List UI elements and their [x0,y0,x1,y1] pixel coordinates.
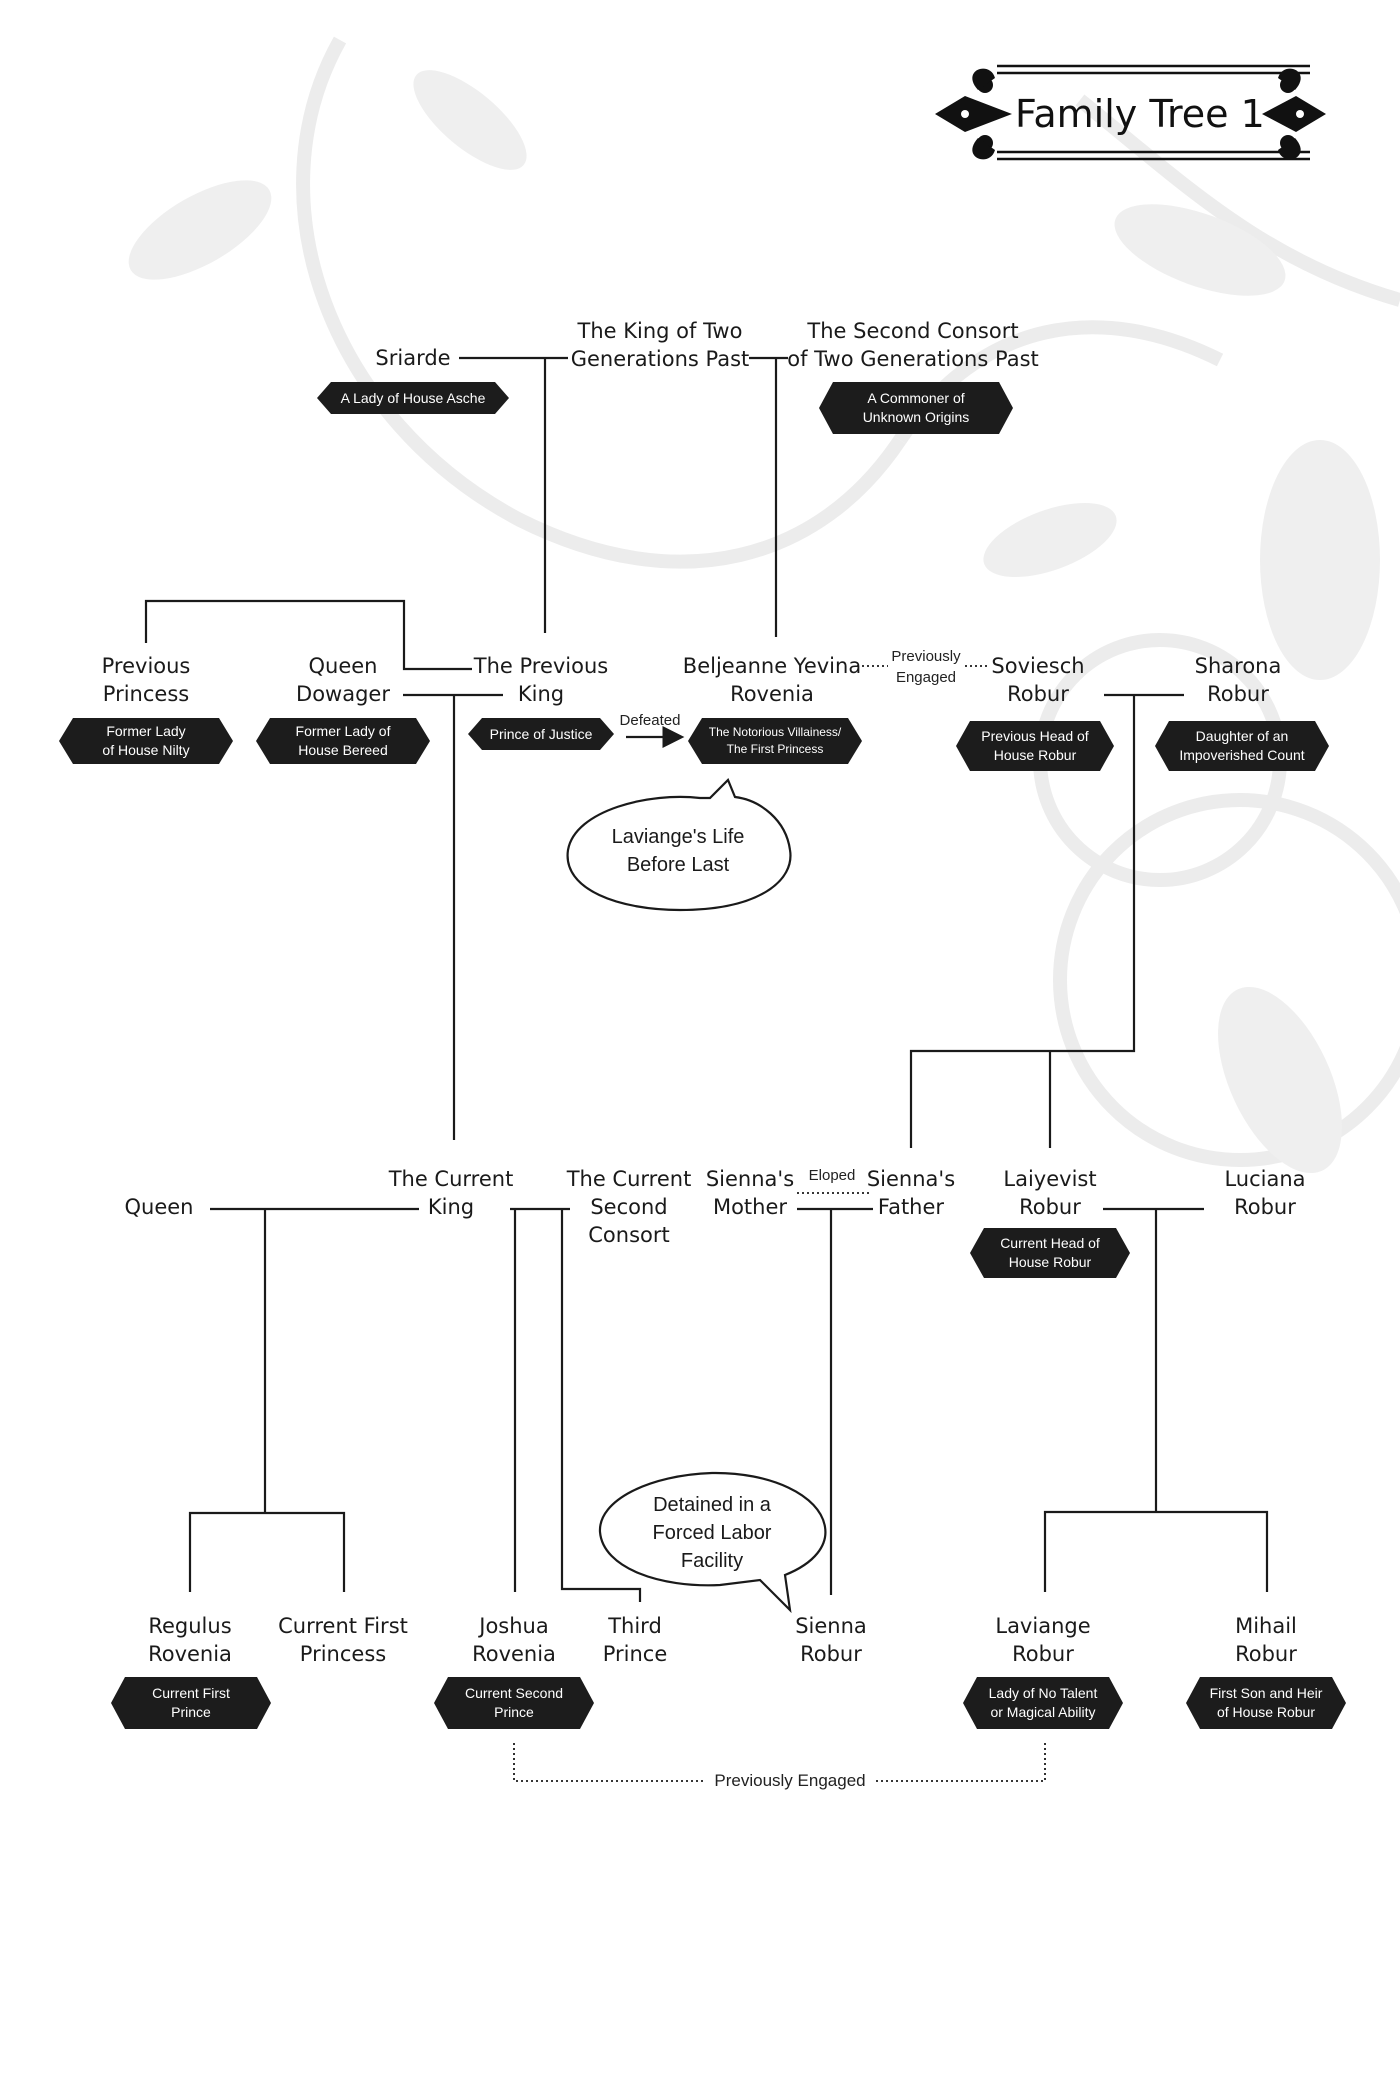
tag-sharona: Daughter of an Impoverished Count [1155,721,1329,771]
name-siennas-father: Sienna's Father [866,1167,956,1219]
name-luciana-robur: Luciana Robur [1224,1167,1306,1219]
tag-laiyevist: Current Head of House Robur [970,1228,1130,1278]
tag-mihail: First Son and Heir of House Robur [1186,1677,1346,1729]
name-previous-princess: Previous Princess [101,654,191,706]
name-second-consort-two-generations-past: The Second Consort of Two Generations Pa… [787,319,1039,371]
name-soviesch-robur: Soviesch Robur [991,654,1085,706]
descent-line-robur-children [909,695,1136,1148]
name-joshua-rovenia: Joshua Rovenia [472,1614,556,1666]
engaged-line-laviange-joshua [876,1743,1046,1782]
tag-second-consort-two-generations-past: A Commoner of Unknown Origins [819,382,1013,434]
name-siennas-mother: Sienna's Mother [705,1167,795,1219]
label-previously-engaged-bottom: Previously Engaged [710,1770,870,1791]
name-sienna-robur: Sienna Robur [795,1614,867,1666]
name-laiyevist-robur: Laiyevist Robur [1003,1167,1097,1219]
bubble-shape-life-before-last [566,778,792,912]
name-current-first-princess: Current First Princess [278,1614,408,1666]
tag-regulus: Current First Prince [111,1677,271,1729]
name-current-king: The Current King [388,1167,514,1219]
name-laviange-robur: Laviange Robur [995,1614,1091,1666]
tag-laviange: Lady of No Talent or Magical Ability [963,1677,1123,1729]
tag-beljeanne: The Notorious Villainess/ The First Prin… [688,718,862,764]
tag-joshua: Current Second Prince [434,1677,594,1729]
name-sriarde: Sriarde [375,346,451,370]
name-regulus-rovenia: Regulus Rovenia [148,1614,232,1666]
name-queen-dowager: Queen Dowager [296,654,390,706]
sibling-line-laviange-mihail [1043,1510,1269,1592]
name-previous-king: The Previous King [473,654,609,706]
label-previously-engaged-top: Previously Engaged [891,648,961,686]
name-mihail-robur: Mihail Robur [1235,1614,1297,1666]
name-sharona-robur: Sharona Robur [1194,654,1282,706]
descent-line-third-prince [560,1209,642,1602]
bubble-shape-detained [598,1471,827,1614]
bubble-lavianges-life-before-last: Laviange's Life Before Last [611,826,745,876]
label-defeated: Defeated [619,712,681,729]
title-ornament [997,64,1310,161]
tag-soviesch: Previous Head of House Robur [956,721,1114,771]
tag-queen-dowager: Former Lady of House Bereed [256,718,430,764]
name-third-prince: Third Prince [602,1614,668,1666]
name-king-of-two-generations-past: The King of Two Generations Past [570,319,750,371]
title-ornament-right [1262,68,1326,160]
engaged-line-joshua-laviange [513,1743,703,1782]
name-current-second-consort: The Current Second Consort [566,1167,692,1247]
title-ornament-left [935,68,1012,160]
name-beljeanne-yevina-rovenia: Beljeanne Yevina Rovenia [682,654,862,706]
tag-previous-princess: Former Lady of House Nilty [59,718,233,764]
tag-sriarde: A Lady of House Asche [317,382,509,414]
page-title: Family Tree 1 [1015,92,1265,136]
name-queen: Queen [124,1195,194,1219]
bubble-detained-forced-labor: Detained in a Forced Labor Facility [652,1494,772,1572]
marriage-line-previous-princess [144,599,472,671]
tag-previous-king: Prince of Justice [468,718,614,750]
sibling-line-regulus-princess [188,1511,346,1592]
label-eloped: Eloped [808,1167,856,1184]
